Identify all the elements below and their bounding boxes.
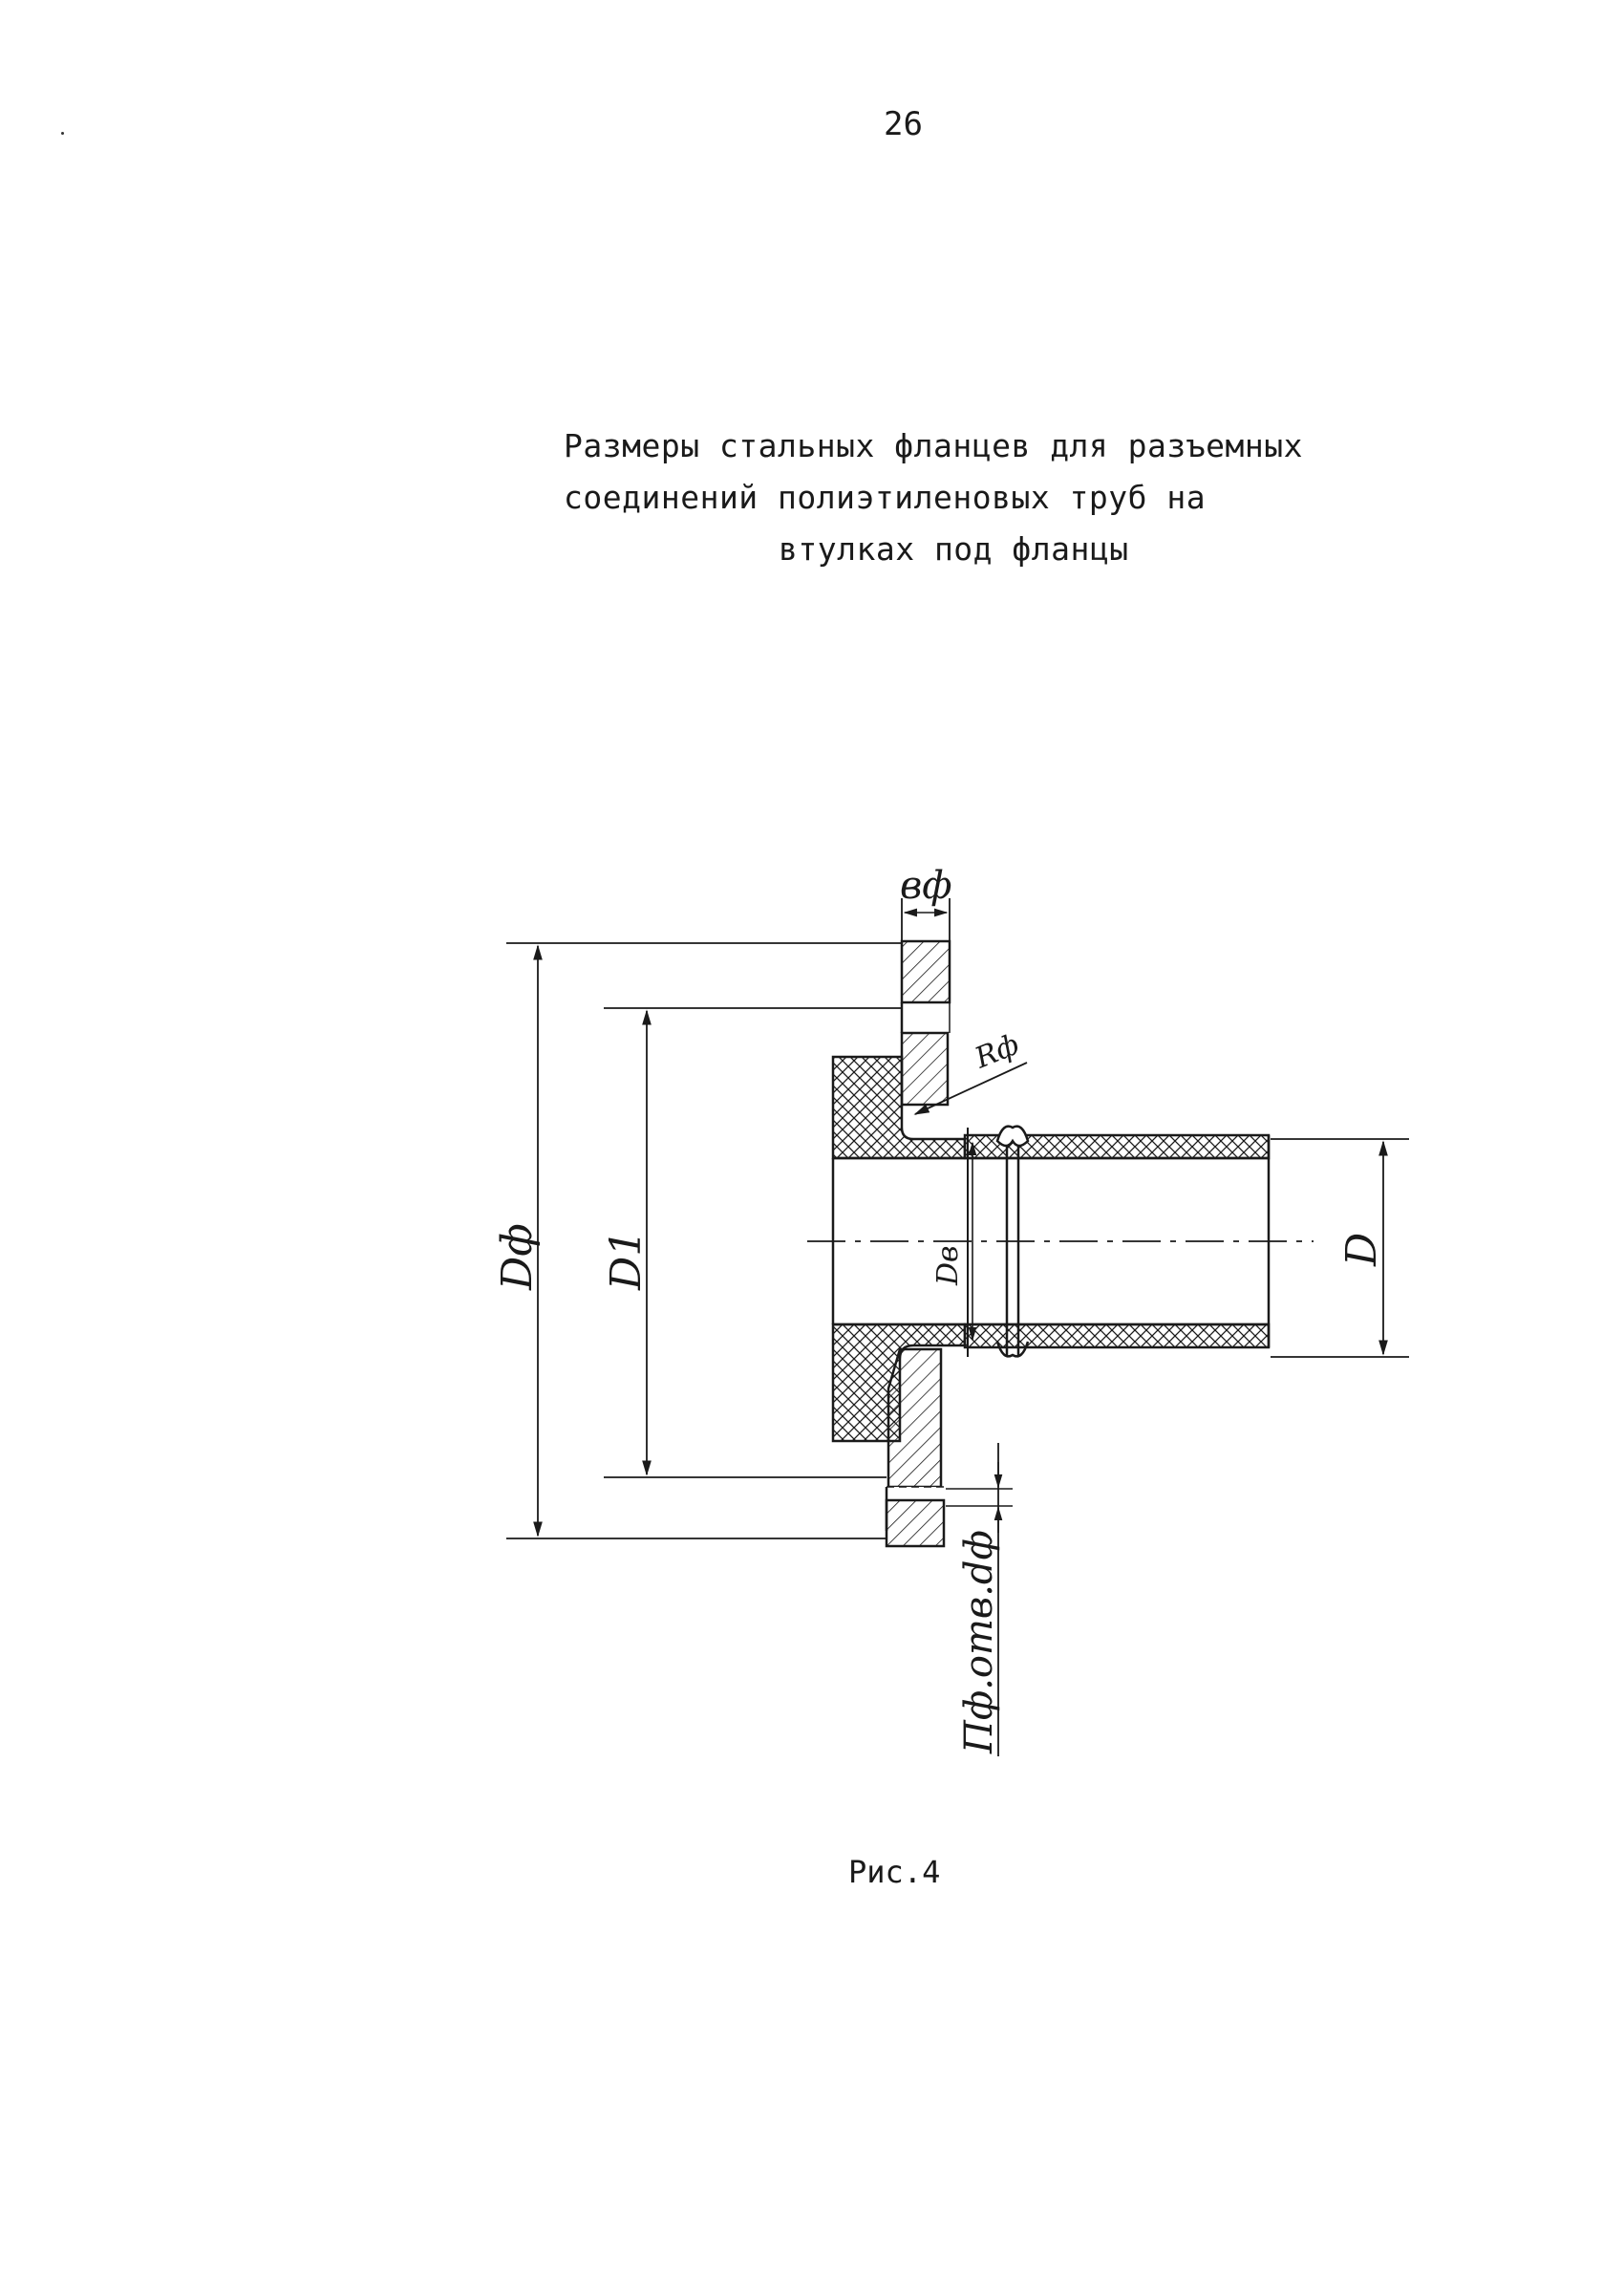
figure-caption: Рис.4 — [848, 1854, 941, 1890]
bore-outline — [831, 1128, 1271, 1357]
weld-joint — [995, 1125, 1030, 1358]
label-holes: Пф.отв.dф — [957, 1530, 1001, 1754]
label-df: Dф — [493, 1223, 542, 1291]
page-number: 26 — [884, 105, 923, 143]
steel-flange-upper — [900, 939, 951, 1107]
dimension-holes — [946, 1443, 1013, 1756]
dimension-df — [506, 942, 902, 1539]
title-line-2: соединений полиэтиленовых труб на — [564, 479, 1207, 516]
dimension-d — [1271, 1138, 1409, 1358]
stray-mark — [61, 132, 64, 135]
label-dv: Dв — [931, 1245, 965, 1286]
dimension-labels: вф Rф Dф D1 Dв D Пф.отв.dф — [493, 864, 1386, 1754]
bushing-lower — [831, 1323, 967, 1443]
dimension-vf — [901, 898, 951, 941]
dimension-d1 — [604, 1007, 902, 1478]
label-vf: вф — [900, 864, 952, 908]
title-line-1: Размеры стальных фланцев для разъемных — [564, 427, 1303, 464]
dimension-rf — [913, 1062, 1028, 1115]
page-title: Размеры стальных фланцев для разъемных с… — [564, 420, 1423, 575]
pipe-wall-lower — [963, 1323, 1271, 1349]
title-line-3: втулках под фланцы — [779, 530, 1129, 568]
label-d1: D1 — [602, 1230, 651, 1291]
label-d: D — [1337, 1233, 1386, 1267]
